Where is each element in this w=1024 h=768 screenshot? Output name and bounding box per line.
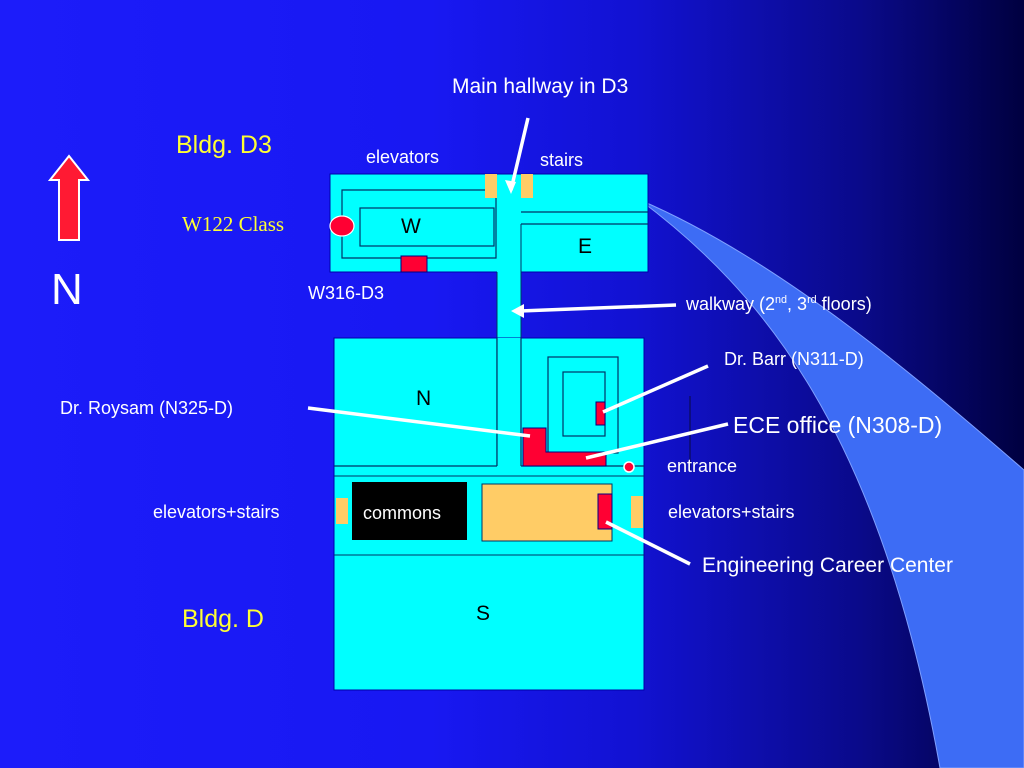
pointer-walkway-head: [511, 304, 524, 318]
career-center-label: Engineering Career Center: [702, 554, 953, 577]
elevators-stairs-right-label: elevators+stairs: [668, 502, 795, 522]
elevators-stairs-left-label: elevators+stairs: [153, 502, 280, 522]
pointer-main-hallway: [509, 117, 530, 191]
stairs-label: stairs: [540, 150, 584, 170]
room-w: [359, 207, 495, 247]
pointer-career-center: [605, 520, 691, 566]
w122-marker: [329, 215, 355, 237]
entrance-marker: [623, 461, 635, 473]
entrance-label: entrance: [667, 456, 738, 476]
compass-label: N: [51, 265, 83, 314]
elevators-stairs-left: [336, 498, 348, 524]
bldg-d-walkway-overlay: [497, 338, 521, 470]
w122-class-label: W122 Class: [182, 212, 285, 236]
dr-barr-office: [595, 401, 606, 426]
bldg-d-label: Bldg. D: [182, 605, 264, 633]
wing-e-label: E: [578, 235, 593, 258]
north-arrow-icon: [47, 154, 91, 241]
pointer-ece-office: [585, 422, 729, 460]
wing-n-label: N: [416, 387, 432, 410]
elevators-label: elevators: [366, 147, 440, 167]
pointer-dr-roysam: [307, 406, 531, 438]
career-center-office: [597, 493, 613, 530]
bldg-d3-label: Bldg. D3: [176, 131, 272, 159]
elevators-stairs-right: [631, 496, 643, 528]
wing-s-label: S: [476, 602, 491, 625]
commons-block: [352, 482, 467, 540]
ece-office-label: ECE office (N308-D): [733, 412, 943, 438]
walkway-label: walkway (2nd, 3rd floors): [686, 294, 872, 314]
dr-roysam-label: Dr. Roysam (N325-D): [60, 398, 234, 418]
pointer-walkway: [519, 303, 677, 313]
dr-barr-label: Dr. Barr (N311-D): [724, 349, 864, 369]
w316-label: W316-D3: [308, 283, 385, 303]
title-main-hallway: Main hallway in D3: [452, 75, 629, 98]
elevator-block: [485, 174, 497, 198]
pointer-main-hallway-head: [505, 180, 516, 194]
decor-swoosh: [639, 199, 1024, 768]
stairs-block: [521, 174, 533, 198]
room-w316: [400, 255, 428, 273]
commons-label: commons: [363, 503, 442, 523]
career-center-block: [481, 483, 613, 542]
pointer-dr-barr: [602, 364, 709, 414]
wing-w-label: W: [401, 215, 421, 238]
